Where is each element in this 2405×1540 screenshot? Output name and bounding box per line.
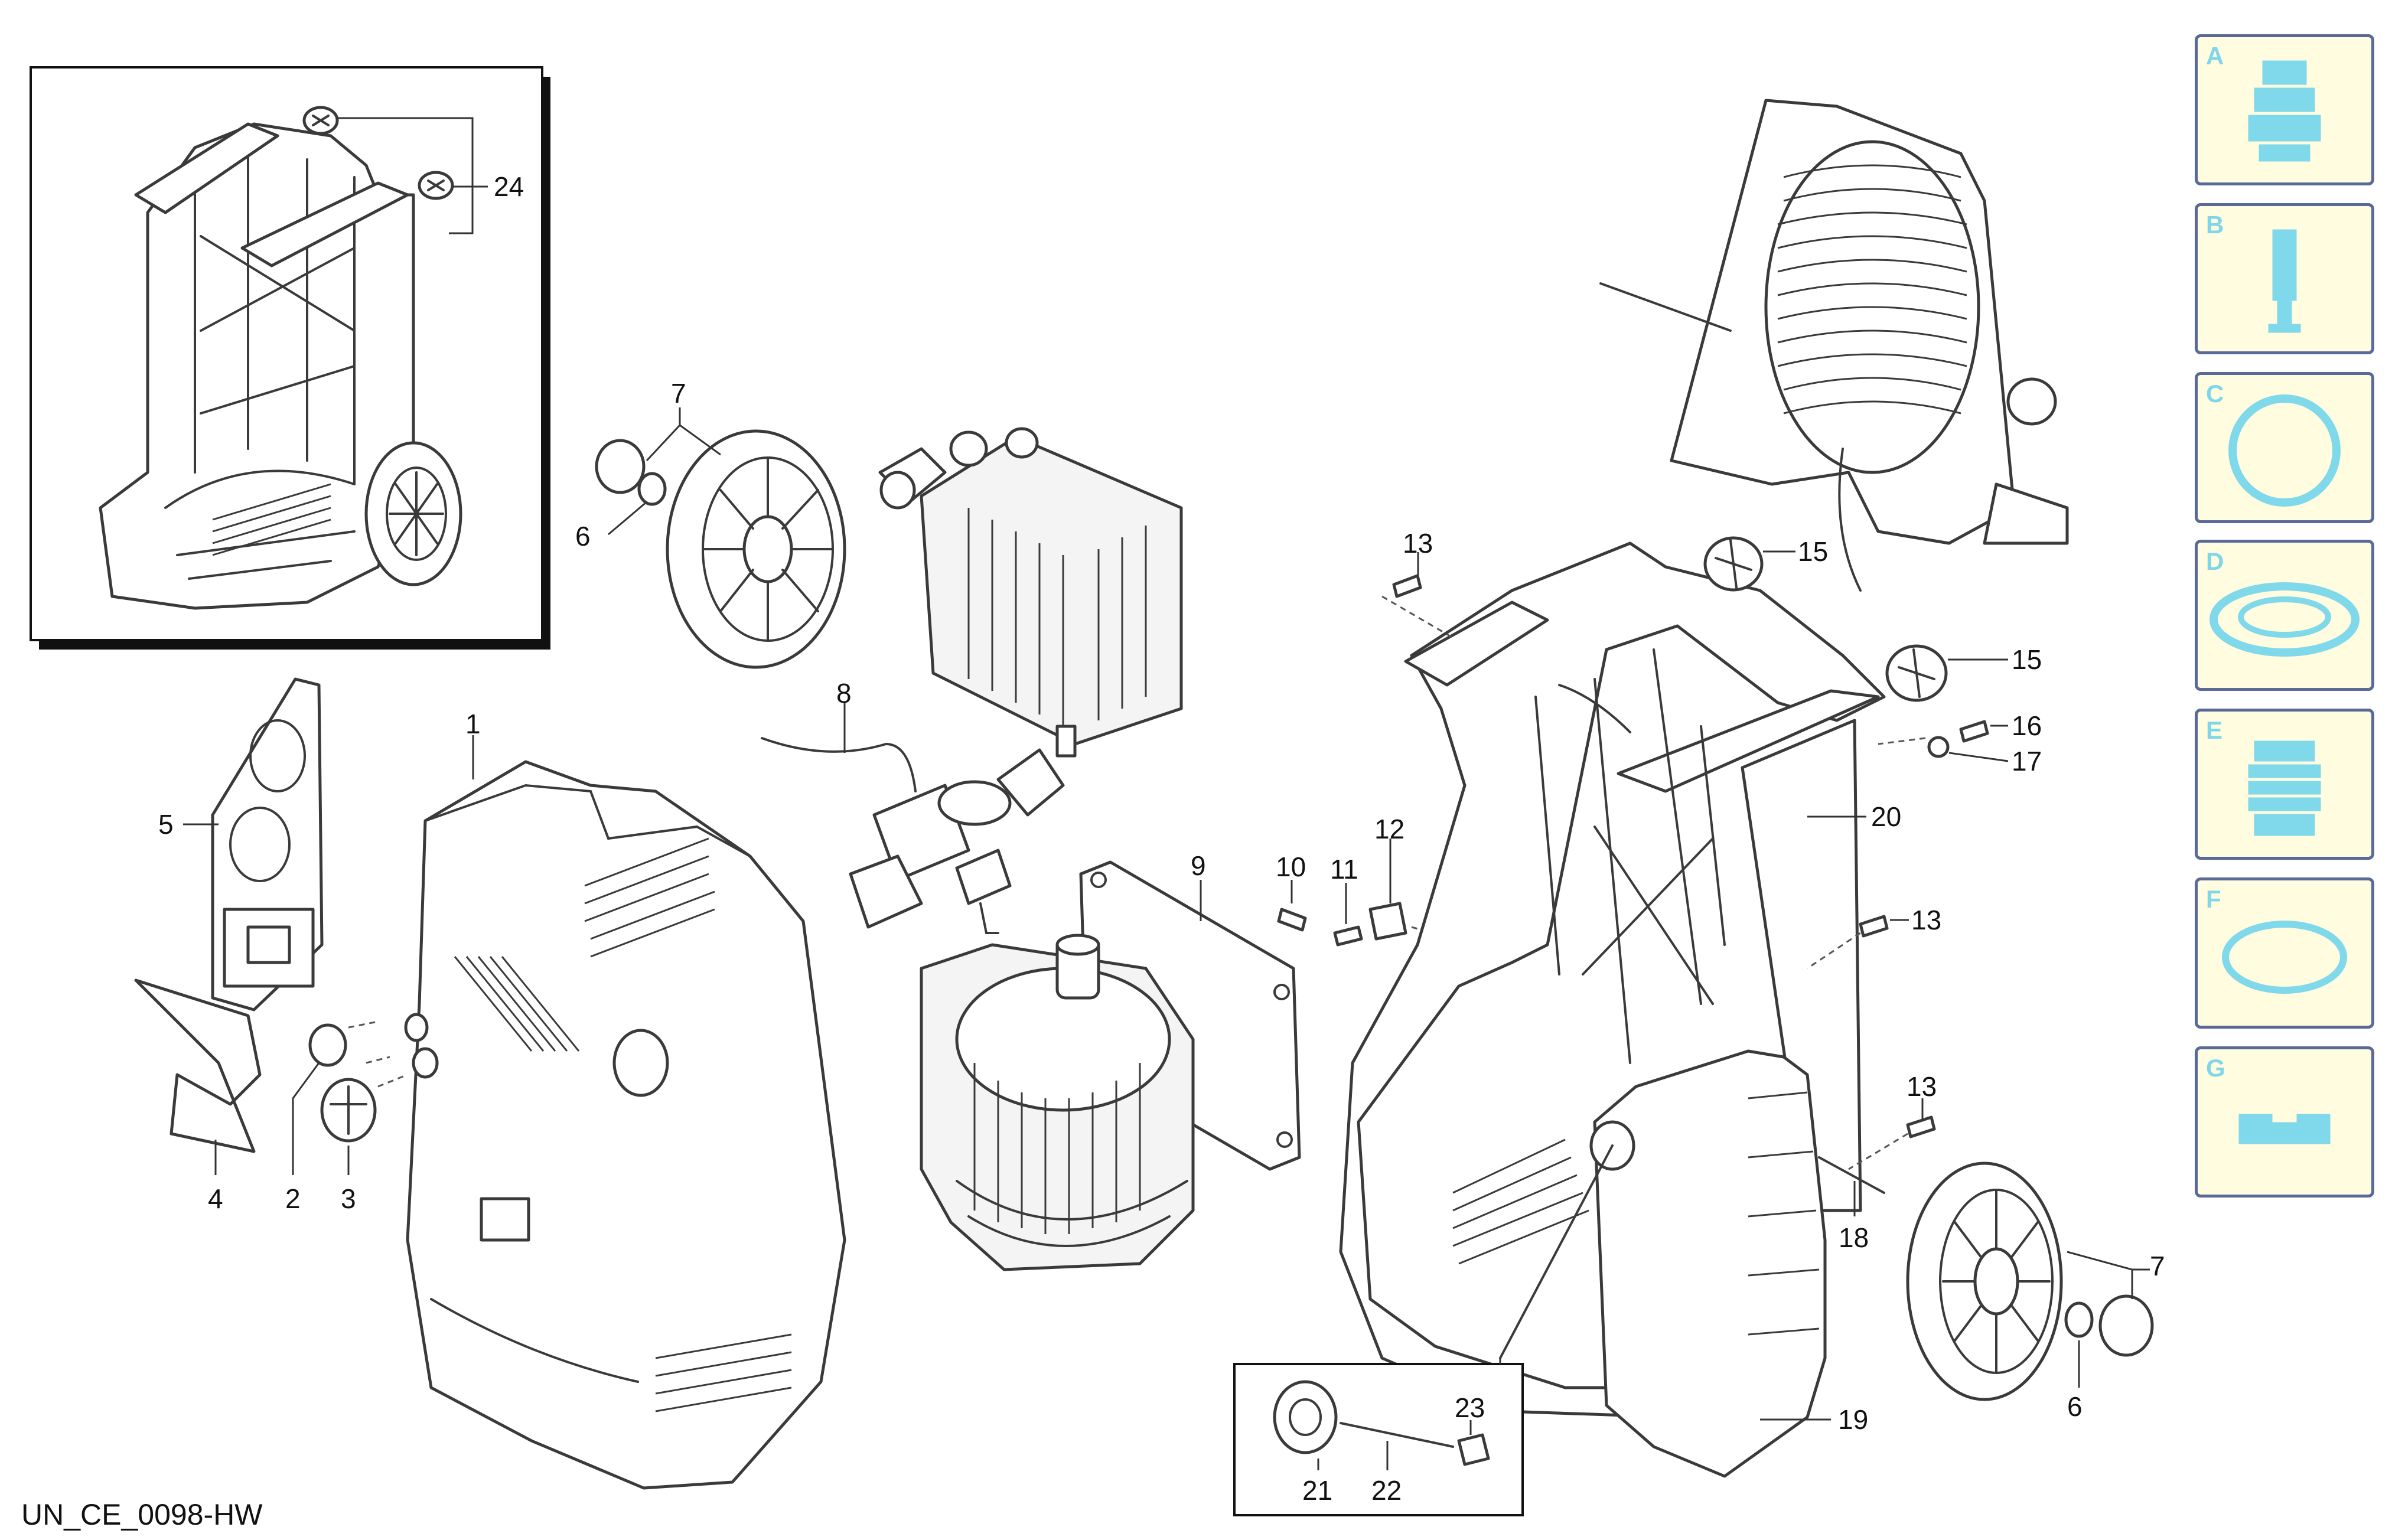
washer-6-top (637, 472, 667, 506)
category-card-f[interactable]: F (2195, 877, 2374, 1029)
callout-15-top[interactable]: 15 (1798, 536, 1828, 567)
card-letter: A (2206, 42, 2224, 70)
callout-17[interactable]: 17 (2012, 746, 2042, 776)
inlet-21 (1273, 1380, 1338, 1454)
gasket-plate-icon (2238, 1114, 2331, 1144)
o-ring-small-icon (2222, 921, 2347, 994)
callout-9[interactable]: 9 (1191, 850, 1206, 881)
washer-6-right (2064, 1301, 2094, 1338)
callout-6-right[interactable]: 6 (2067, 1391, 2083, 1422)
frame-20: 20 (1339, 541, 1901, 1419)
fasteners-10-11-12: 10 11 12 (1276, 814, 1454, 947)
card-letter: C (2206, 380, 2224, 407)
motor-assembly: 9 (920, 850, 1301, 1271)
parts-2-3-4: 4 2 3 (134, 978, 408, 1214)
inset-assembled-frame: 24 (30, 66, 550, 650)
callout-8[interactable]: 8 (836, 678, 852, 709)
fasteners-right: 13 13 13 15 15 16 17 (1381, 528, 2042, 1170)
callout-21[interactable]: 21 (1302, 1475, 1332, 1506)
callout-18[interactable]: 18 (1839, 1222, 1869, 1253)
card-letter: E (2206, 716, 2223, 744)
wheel-assembly-top: 7 6 (575, 378, 846, 669)
inset-inlet-fitting: 21 22 23 (1233, 1358, 1524, 1516)
hub-cap-7-right (2098, 1294, 2154, 1357)
category-card-b[interactable]: B (2195, 203, 2374, 354)
cover-19: 19 (1499, 1049, 1868, 1478)
threaded-adapter-icon (2248, 740, 2321, 836)
seal-ring-icon (2210, 582, 2360, 657)
callout-23[interactable]: 23 (1455, 1392, 1485, 1423)
category-card-d[interactable]: D (2195, 540, 2374, 691)
pump-head (878, 427, 1183, 758)
callout-22[interactable]: 22 (1371, 1475, 1402, 1506)
callout-13-mid[interactable]: 13 (1911, 905, 1941, 935)
callout-5[interactable]: 5 (158, 809, 174, 840)
quick-coupling-icon (2248, 60, 2321, 162)
callout-3[interactable]: 3 (341, 1183, 356, 1214)
bracket-4 (134, 978, 262, 1153)
knob-2 (308, 1023, 347, 1067)
card-letter: B (2206, 211, 2224, 239)
callout-15-right[interactable]: 15 (2012, 644, 2042, 675)
wheel-assembly-right: 18 7 6 (1818, 1156, 2165, 1422)
callout-16[interactable]: 16 (2012, 710, 2042, 741)
inset-frame-body (99, 122, 415, 610)
card-letter: D (2206, 547, 2224, 575)
callout-4[interactable]: 4 (208, 1183, 223, 1214)
category-card-c[interactable]: C (2195, 372, 2374, 523)
callout-2[interactable]: 2 (285, 1183, 301, 1214)
o-ring-large-icon (2228, 394, 2341, 507)
callout-7-right[interactable]: 7 (2150, 1251, 2165, 1281)
callout-19[interactable]: 19 (1838, 1404, 1868, 1435)
nozzle-insert-icon (2268, 229, 2301, 333)
card-letter: G (2206, 1054, 2225, 1082)
fitting-23 (1457, 1433, 1490, 1466)
cover-5: 5 (158, 677, 324, 1012)
drawing-code: UN_CE_0098-HW (21, 1498, 263, 1531)
category-card-a[interactable]: A (2195, 34, 2374, 185)
callout-24[interactable]: 24 (494, 171, 524, 202)
category-card-g[interactable]: G (2195, 1046, 2374, 1198)
hub-cap-7-top (595, 439, 646, 494)
callout-1[interactable]: 1 (465, 709, 481, 739)
callout-10[interactable]: 10 (1276, 851, 1306, 882)
valve-group-8: 8 (761, 678, 1065, 934)
hose-reel (1599, 99, 2069, 592)
callout-12[interactable]: 12 (1374, 814, 1404, 844)
callout-13-low[interactable]: 13 (1907, 1071, 1937, 1102)
callout-6-top[interactable]: 6 (575, 521, 591, 552)
callout-13-top[interactable]: 13 (1403, 528, 1433, 559)
callout-20[interactable]: 20 (1871, 801, 1901, 832)
card-letter: F (2206, 885, 2221, 913)
callout-11[interactable]: 11 (1330, 854, 1358, 885)
callout-7-top[interactable]: 7 (671, 378, 686, 409)
category-card-e[interactable]: E (2195, 709, 2374, 860)
housing-front-1: 1 (404, 709, 846, 1490)
